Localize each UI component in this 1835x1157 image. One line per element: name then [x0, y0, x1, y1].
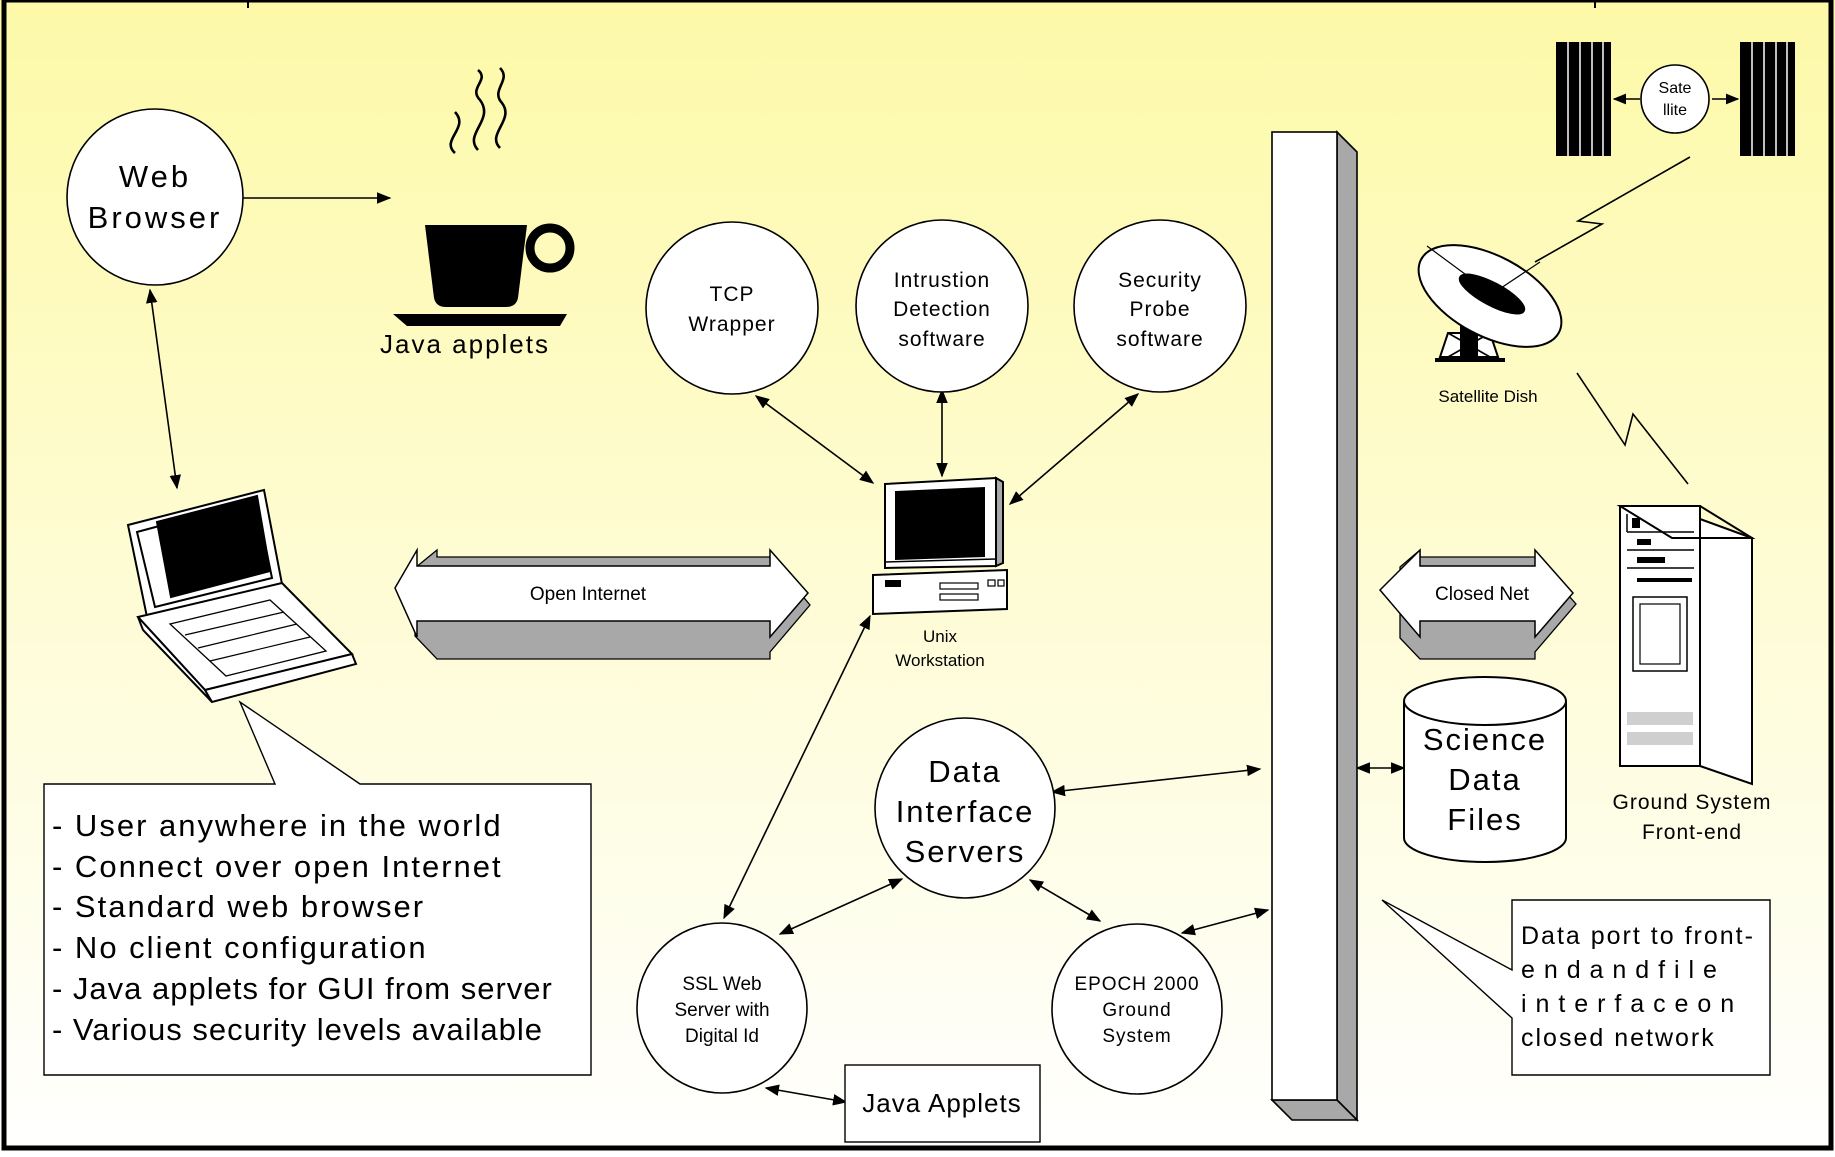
intrusion-detection-node: Intrustion Detection software	[855, 219, 1029, 393]
science-data-files-label-2: Data	[1448, 762, 1521, 797]
ssl-web-server-label-2: Server with	[674, 1000, 769, 1021]
satellite-dish-icon	[1417, 244, 1563, 362]
dis-ssl-arrow	[778, 878, 904, 935]
dis-epoch-arrow	[1028, 879, 1102, 922]
data-port-line-3: i n t e r f a c e o n	[1521, 990, 1735, 1018]
epoch-ground-system-node: EPOCH 2000 Ground System	[1051, 923, 1223, 1095]
satellite-icon: Sate llite	[1556, 42, 1795, 156]
ssl-web-server-label-3: Digital Id	[685, 1026, 759, 1047]
data-port-line-4: closed network	[1521, 1024, 1716, 1052]
satellite-label-1: Sate	[1659, 80, 1692, 97]
data-port-line-1: Data port to front-	[1521, 922, 1755, 950]
intrusion-detection-label-1: Intrustion	[894, 269, 990, 292]
user-features-line-2: - Connect over open Internet	[52, 849, 503, 884]
data-port-callout: Data port to front- e n d a n d f i l e …	[1381, 899, 1771, 1076]
unix-workstation-label-1: Unix	[923, 627, 958, 646]
tcp-wrapper-node: TCP Wrapper	[645, 221, 819, 395]
data-interface-servers-label-2: Interface	[896, 794, 1035, 829]
closed-net-arrow: Closed Net	[1378, 548, 1577, 660]
user-features-line-3: - Standard web browser	[52, 889, 425, 924]
open-internet-label: Open Internet	[530, 584, 647, 605]
tcp-workstation-arrow	[754, 395, 875, 484]
data-interface-servers-label-3: Servers	[905, 834, 1026, 869]
workstation-icon	[872, 476, 1008, 616]
java-applets-label: Java applets	[380, 329, 550, 359]
satellite-label-2: llite	[1663, 102, 1687, 119]
satellite-link-bolt	[1534, 156, 1691, 263]
dis-backbone-arrow	[1050, 764, 1262, 797]
tcp-wrapper-label-2: Wrapper	[688, 313, 775, 336]
web-browser-label-1: Web	[119, 159, 191, 194]
ground-system-label-2: Front-end	[1642, 821, 1742, 844]
science-data-files-node: Science Data Files	[1403, 676, 1567, 863]
user-features-line-4: - No client configuration	[52, 930, 428, 965]
tcp-wrapper-label-1: TCP	[710, 283, 755, 306]
network-backbone-column	[1270, 130, 1359, 1122]
intrusion-detection-label-3: software	[898, 328, 985, 351]
ground-system-tower-icon	[1616, 505, 1756, 786]
science-data-files-label-3: Files	[1447, 802, 1522, 837]
dish-link-bolt	[1576, 372, 1689, 485]
java-cup-icon	[393, 67, 575, 326]
web-browser-label-2: Browser	[88, 200, 223, 235]
ground-system-label-1: Ground System	[1613, 791, 1772, 814]
user-features-line-6: - Various security levels available	[52, 1012, 543, 1047]
data-interface-servers-label-1: Data	[928, 754, 1001, 789]
security-probe-label-1: Security	[1118, 269, 1202, 292]
ssl-web-server-label-1: SSL Web	[682, 974, 761, 995]
java-applets-box: Java Applets	[844, 1064, 1041, 1143]
ssl-javaapplets-arrow	[764, 1084, 848, 1106]
epoch-label-3: System	[1102, 1026, 1171, 1047]
epoch-backbone-arrow	[1180, 907, 1270, 936]
epoch-label-1: EPOCH 2000	[1074, 974, 1199, 995]
science-data-files-label-1: Science	[1423, 722, 1547, 757]
unix-workstation-label-2: Workstation	[895, 651, 984, 670]
user-features-line-5: - Java applets for GUI from server	[52, 971, 553, 1006]
java-applets-box-label: Java Applets	[862, 1088, 1021, 1118]
user-features-line-1: - User anywhere in the world	[52, 808, 503, 843]
open-internet-arrow: Open Internet	[394, 547, 811, 660]
connectors	[146, 156, 1691, 1106]
security-probe-label-3: software	[1116, 328, 1203, 351]
data-port-line-2: e n d a n d f i l e	[1521, 956, 1718, 984]
closed-net-label: Closed Net	[1435, 584, 1530, 605]
workstation-ssl-arrow	[723, 614, 871, 920]
browser-laptop-arrow	[146, 288, 181, 490]
security-probe-label-2: Probe	[1129, 298, 1190, 321]
probe-workstation-arrow	[1008, 393, 1140, 505]
satellite-dish-label: Satellite Dish	[1438, 387, 1537, 406]
web-browser-node: Web Browser	[66, 108, 244, 286]
data-interface-servers-node: Data Interface Servers	[874, 717, 1056, 899]
intrusion-detection-label-2: Detection	[893, 298, 991, 321]
epoch-label-2: Ground	[1102, 1000, 1171, 1021]
user-features-callout: - User anywhere in the world - Connect o…	[43, 700, 592, 1076]
ssl-web-server-node: SSL Web Server with Digital Id	[636, 922, 808, 1094]
security-probe-node: Security Probe software	[1073, 219, 1247, 393]
laptop-icon	[126, 488, 358, 704]
